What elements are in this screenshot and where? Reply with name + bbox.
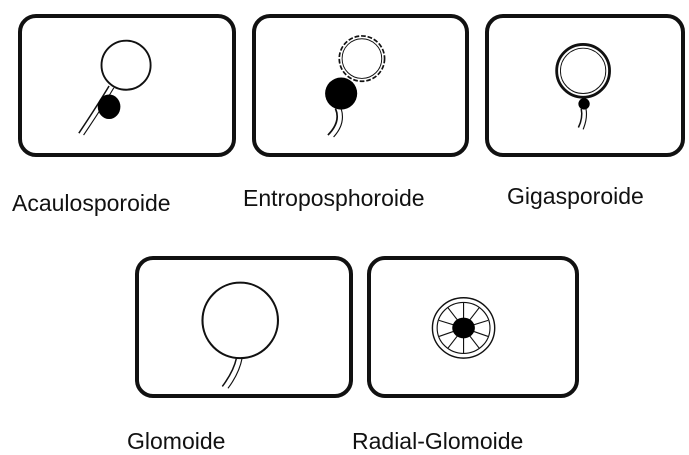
hypha-stalk bbox=[222, 358, 236, 386]
central-black-core bbox=[452, 318, 475, 339]
label-glomoide: Glomoide bbox=[127, 428, 225, 455]
sporiferous-saccule bbox=[98, 94, 121, 119]
panel-glomoide bbox=[135, 256, 353, 398]
spore-circle bbox=[102, 41, 151, 90]
radial-glomoide-spore-illustration bbox=[371, 260, 575, 394]
spore-circle bbox=[202, 283, 277, 358]
panel-radial-glomoide bbox=[367, 256, 579, 398]
label-entroposphoroide: Entroposphoroide bbox=[243, 185, 425, 212]
hypha-stalk bbox=[328, 109, 337, 135]
label-acaulosporoide: Acaulosporoide bbox=[12, 190, 171, 217]
panel-gigasporoide bbox=[485, 14, 685, 157]
sporiferous-saccule bbox=[325, 77, 357, 109]
hypha-stalk bbox=[578, 109, 581, 128]
label-gigasporoide: Gigasporoide bbox=[507, 183, 644, 210]
panel-acaulosporoide bbox=[18, 14, 236, 157]
spore-circle bbox=[557, 44, 610, 97]
spore-circle bbox=[339, 36, 384, 81]
entroposphoroide-spore-illustration bbox=[256, 18, 465, 153]
acaulosporoide-spore-illustration bbox=[22, 18, 232, 153]
bulbous-suspensor bbox=[578, 98, 589, 109]
gigasporoide-spore-illustration bbox=[489, 18, 681, 153]
panel-entroposphoroide bbox=[252, 14, 469, 157]
label-radial-glomoide: Radial-Glomoide bbox=[352, 428, 523, 455]
glomoide-spore-illustration bbox=[139, 260, 349, 394]
